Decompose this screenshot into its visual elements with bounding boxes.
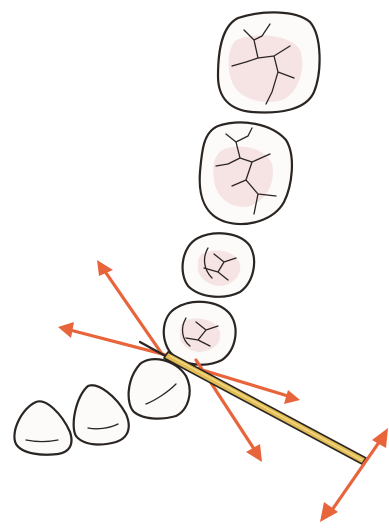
canine bbox=[129, 359, 190, 419]
central-incisor bbox=[14, 401, 71, 454]
molar-1 bbox=[218, 12, 320, 112]
molar-2 bbox=[200, 122, 292, 223]
premolar-1 bbox=[183, 233, 255, 296]
lateral-incisor bbox=[74, 385, 129, 444]
